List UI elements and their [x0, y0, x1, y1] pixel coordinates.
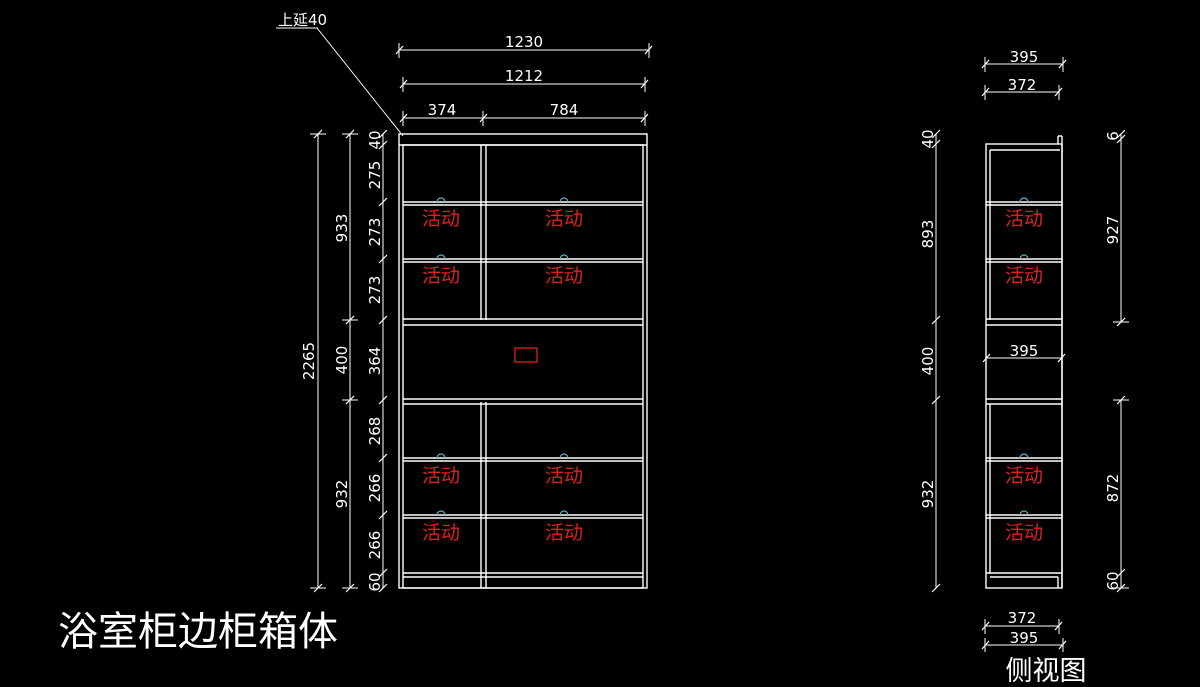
side-left-dimensions: 40 893 400 932 — [919, 129, 941, 593]
movable-shelf-label: 活动 — [422, 265, 460, 287]
side-dim-6: 6 — [1104, 131, 1122, 141]
side-dim-60: 60 — [1104, 571, 1122, 590]
dim-268: 268 — [366, 417, 384, 446]
outlet-box — [514, 347, 538, 363]
dim-266: 266 — [366, 474, 384, 503]
dim-784: 784 — [550, 101, 579, 119]
dim-2265: 2265 — [300, 342, 318, 380]
dim-1230: 1230 — [505, 33, 543, 51]
side-dim-400: 400 — [919, 347, 937, 376]
dim-374: 374 — [428, 101, 457, 119]
movable-shelf-label: 活动 — [545, 265, 583, 287]
movable-shelf-label: 活动 — [545, 465, 583, 487]
side-dim-893: 893 — [919, 220, 937, 249]
side-dim-40: 40 — [919, 129, 937, 148]
side-view: 活动 活动 活动 活动 395 — [982, 135, 1066, 589]
movable-shelf-label: 活动 — [1005, 208, 1043, 230]
side-dim-bottom-372: 372 — [1008, 609, 1037, 627]
leader-note-text: 上延40 — [278, 11, 327, 29]
movable-shelf-label: 活动 — [1005, 465, 1043, 487]
side-dim-927: 927 — [1104, 216, 1122, 245]
dim-40: 40 — [366, 130, 384, 149]
dim-932: 932 — [333, 480, 351, 509]
side-view-label: 侧视图 — [1006, 656, 1087, 687]
dim-273: 273 — [366, 218, 384, 247]
dim-400: 400 — [333, 346, 351, 375]
movable-shelf-label: 活动 — [422, 208, 460, 230]
front-shelf-dimensions: 40 275 273 273 364 268 266 266 60 — [366, 129, 388, 593]
movable-shelf-label: 活动 — [422, 465, 460, 487]
drawing-title: 浴室柜边柜箱体 — [58, 609, 338, 655]
dim-266: 266 — [366, 531, 384, 560]
dim-60: 60 — [366, 572, 384, 591]
movable-shelf-label: 活动 — [1005, 265, 1043, 287]
dim-364: 364 — [366, 347, 384, 376]
dim-275: 275 — [366, 161, 384, 190]
side-right-dimensions: 6 927 872 60 — [1104, 129, 1129, 593]
dim-273: 273 — [366, 276, 384, 305]
side-dim-872: 872 — [1104, 474, 1122, 503]
front-total-height-dimension: 2265 — [300, 129, 326, 593]
front-top-dimensions: 1230 1212 374 784 — [395, 33, 653, 126]
movable-shelf-label: 活动 — [545, 522, 583, 544]
movable-shelf-label: 活动 — [545, 208, 583, 230]
side-dim-bottom-395: 395 — [1010, 629, 1039, 647]
dim-1212: 1212 — [505, 67, 543, 85]
movable-shelf-label: 活动 — [422, 522, 460, 544]
side-dim-inner-395: 395 — [1010, 342, 1039, 360]
side-bottom-dimensions: 372 395 — [981, 609, 1067, 652]
side-dim-932: 932 — [919, 480, 937, 509]
leader-note: 上延40 — [276, 11, 404, 137]
front-view: 活动 活动 活动 活动 活动 活动 活动 活动 — [398, 133, 648, 589]
side-top-dimensions: 395 372 — [981, 48, 1067, 100]
dim-933: 933 — [333, 214, 351, 243]
side-dim-372: 372 — [1008, 76, 1037, 94]
movable-shelf-label: 活动 — [1005, 522, 1043, 544]
front-middle-dimensions: 933 400 932 — [333, 129, 358, 593]
side-dim-395: 395 — [1010, 48, 1039, 66]
